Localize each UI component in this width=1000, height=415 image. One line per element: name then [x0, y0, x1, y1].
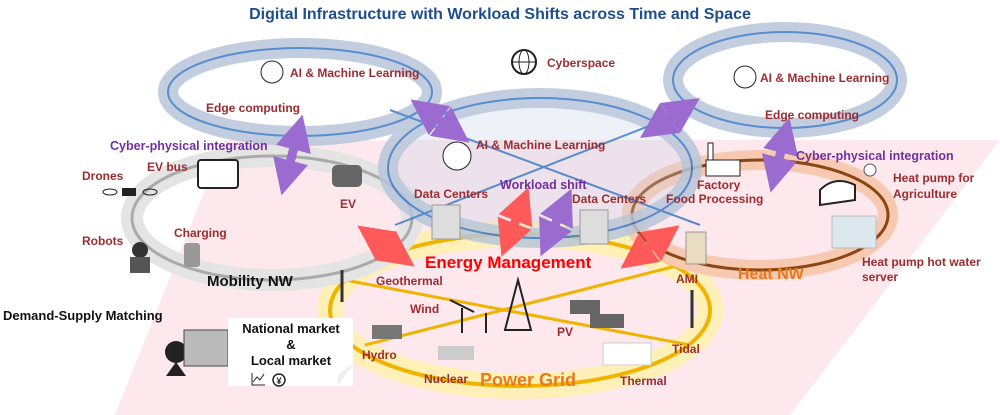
- market-line-1: National market: [242, 321, 340, 336]
- nuclear-plant-icon: [438, 346, 474, 360]
- server-icon: [431, 204, 461, 240]
- charging-station-icon: [184, 243, 200, 267]
- ai-ml-left: AI & Machine Learning: [290, 66, 419, 80]
- smart-meter-icon: [685, 231, 707, 265]
- svg-text:¥: ¥: [276, 376, 281, 386]
- factory-icon: [705, 142, 741, 177]
- market-line-2: &: [286, 337, 295, 352]
- robots-label: Robots: [82, 234, 124, 248]
- ev-label: EV: [340, 197, 356, 211]
- market-callout: [228, 318, 353, 386]
- thermal-label: Thermal: [620, 374, 667, 388]
- energy-arrows: [357, 187, 680, 269]
- mobility-title: Mobility NW: [207, 273, 294, 290]
- brain-icon: [442, 141, 472, 171]
- charging-label: Charging: [174, 226, 227, 240]
- robot-icon: [130, 242, 150, 273]
- demand-supply-label: Demand-Supply Matching: [3, 308, 163, 323]
- geothermal-label: Geothermal: [376, 274, 443, 288]
- brain-icon: [260, 60, 284, 84]
- wind-turbine-icon: [449, 299, 487, 333]
- cyberspace-label: Cyberspace: [547, 56, 615, 70]
- nuclear-label: Nuclear: [424, 372, 468, 386]
- hp-agri-label-2: Agriculture: [893, 187, 957, 201]
- edge-right: Edge computing: [765, 108, 859, 122]
- wind-label: Wind: [410, 302, 439, 316]
- workload-shift-label: Workload shift: [500, 178, 587, 192]
- tidal-label: Tidal: [672, 342, 700, 356]
- cpi-left-label: Cyber-physical integration: [110, 139, 268, 153]
- cyber-physical-arrows: [273, 98, 799, 257]
- edge-left: Edge computing: [206, 101, 300, 115]
- hp-water-label-2: server: [862, 270, 898, 284]
- thermal-plant-icon: [602, 342, 652, 366]
- hydro-dam-icon: [372, 325, 402, 339]
- ev-bus-label: EV bus: [147, 160, 188, 174]
- hp-water-label-1: Heat pump hot water: [862, 255, 981, 269]
- drones-label: Drones: [82, 169, 124, 183]
- bus-icon: [197, 159, 239, 189]
- globe-icon: [511, 49, 537, 75]
- hp-agri-label-1: Heat pump for: [893, 171, 975, 185]
- factory-label: Factory: [697, 178, 741, 192]
- chart-icon: [251, 373, 265, 386]
- heat-title: Heat NW: [738, 266, 805, 283]
- cpi-right-label: Cyber-physical integration: [796, 149, 954, 163]
- market-callout-tail: [338, 362, 355, 385]
- water-heater-icon: [831, 215, 877, 249]
- transmission-tower-icon: [503, 276, 533, 331]
- farmer-icon: [863, 163, 877, 177]
- food-processing-label: Food Processing: [666, 192, 763, 206]
- greenhouse-icon: [819, 180, 856, 207]
- server-icon: [579, 209, 609, 245]
- pv-label: PV: [557, 325, 573, 339]
- yen-icon: ¥: [272, 373, 286, 387]
- data-centers-left: Data Centers: [414, 187, 488, 201]
- data-centers-right: Data Centers: [572, 192, 646, 206]
- operator-console-icon: [165, 329, 229, 376]
- diagram-title: Digital Infrastructure with Workload Shi…: [249, 6, 751, 23]
- hydro-label: Hydro: [362, 348, 397, 362]
- solar-panel-icon: [570, 300, 624, 328]
- brain-icon: [733, 65, 757, 89]
- ai-ml-center: AI & Machine Learning: [476, 138, 605, 152]
- market-line-3: Local market: [251, 353, 332, 368]
- drone-icon: [102, 188, 158, 196]
- power-grid-title: Power Grid: [480, 370, 576, 390]
- ai-ml-right: AI & Machine Learning: [760, 71, 889, 85]
- ami-label: AMI: [676, 272, 698, 286]
- ev-car-icon: [332, 165, 362, 187]
- energy-management-label: Energy Management: [425, 253, 592, 272]
